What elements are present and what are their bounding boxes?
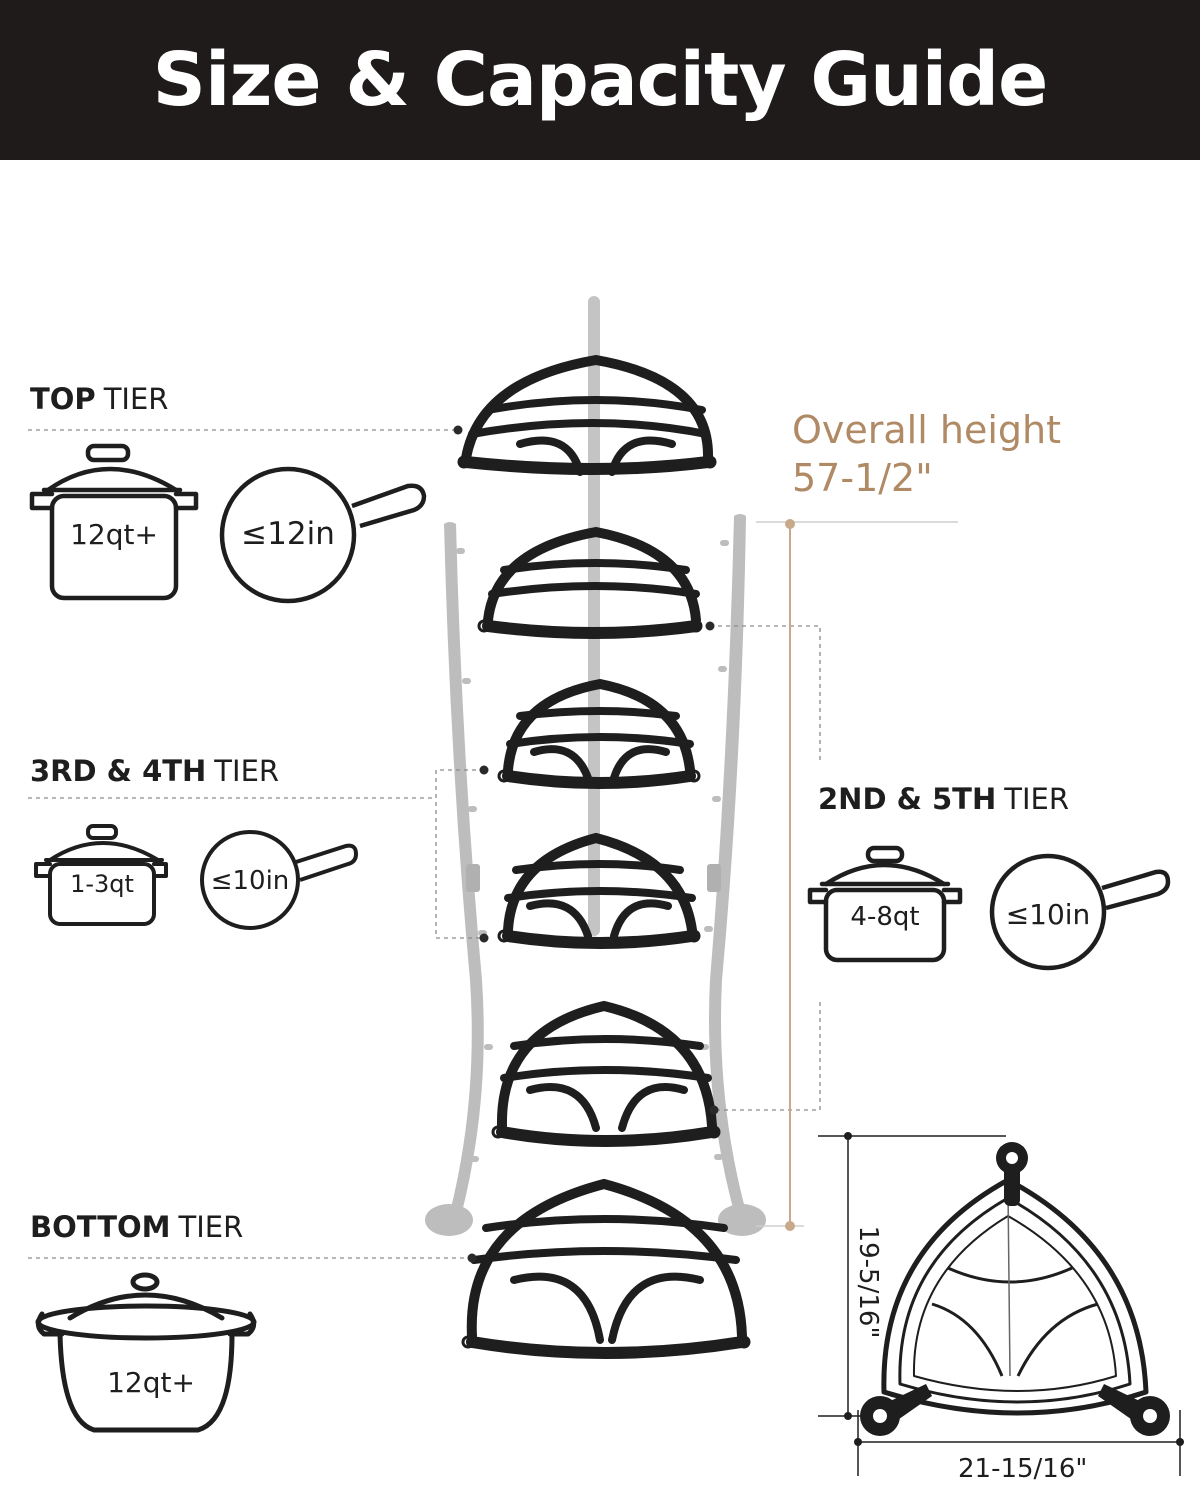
page-title: Size & Capacity Guide — [152, 37, 1049, 123]
bottom-pot-capacity: 12qt+ — [107, 1366, 195, 1399]
header-banner: Size & Capacity Guide — [0, 0, 1200, 160]
second-fifth-pot-capacity: 4-8qt — [850, 902, 920, 932]
overall-height-label: Overall height 57-1/2" — [792, 406, 1061, 502]
shelf-tier-6 — [466, 1178, 748, 1359]
depth-dimension-label: 19-5/16" — [853, 1225, 883, 1339]
shelf-tier-1 — [460, 354, 714, 476]
shelf-tier-5 — [496, 1000, 718, 1147]
rack-shelves — [460, 354, 748, 1359]
top-pot-capacity: 12qt+ — [70, 518, 158, 551]
pan-icon-top — [219, 466, 427, 604]
third-fourth-pot-capacity: 1-3qt — [70, 870, 134, 898]
width-dimension-label: 21-15/16" — [958, 1454, 1088, 1484]
shelf-tier-2 — [482, 526, 702, 639]
overall-height-value: 57-1/2" — [792, 456, 933, 500]
leader-lines — [28, 429, 821, 1259]
second-fifth-pan-size: ≤10in — [1005, 898, 1091, 931]
shelf-end-hooks — [457, 455, 751, 1349]
leader-dots — [453, 425, 719, 1263]
pot-icon-bottom — [35, 1272, 257, 1433]
overall-height-title: Overall height — [792, 408, 1062, 452]
pan-icon-second-fifth — [989, 853, 1171, 971]
pan-icon-third-fourth — [200, 830, 359, 930]
pot-icon-top — [29, 443, 199, 601]
pot-icon-third-fourth — [34, 824, 168, 926]
top-pan-size: ≤12in — [241, 516, 335, 552]
shelf-tier-4 — [502, 832, 698, 949]
third-fourth-pan-size: ≤10in — [210, 866, 290, 896]
footprint-diagram — [818, 1132, 1184, 1476]
shelf-tier-3 — [502, 678, 696, 789]
pot-icon-second-fifth — [807, 845, 963, 963]
